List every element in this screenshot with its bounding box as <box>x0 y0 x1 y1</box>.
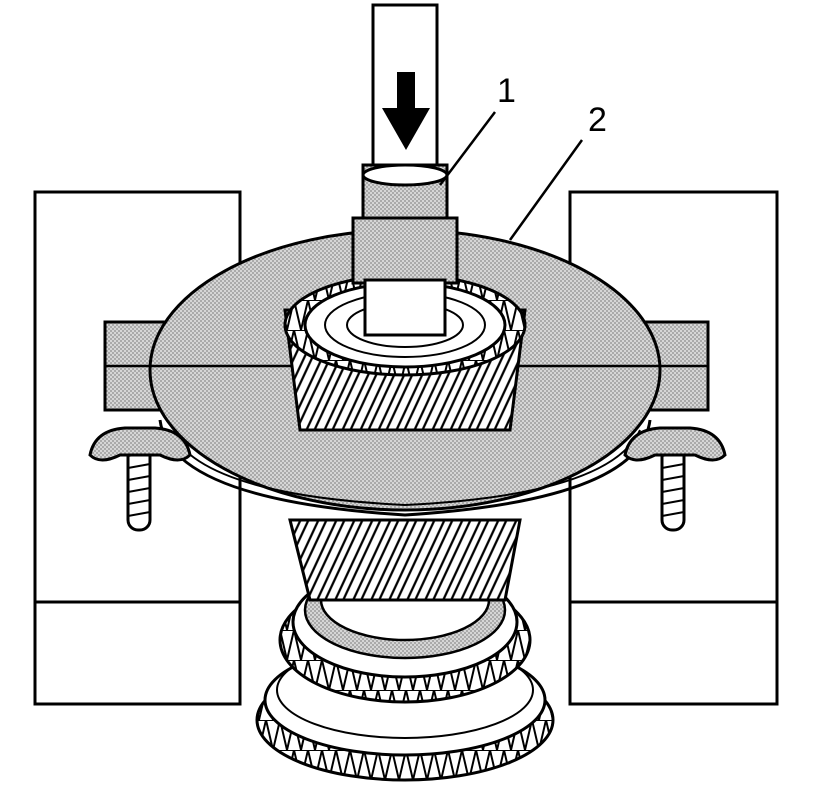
lower-gear-stack <box>255 518 555 782</box>
right-bolt <box>623 426 727 532</box>
arrow-down-icon <box>382 72 430 150</box>
leader-lines <box>439 111 584 241</box>
callout-1: 1 <box>497 72 516 110</box>
press-ram <box>351 3 459 337</box>
callout-2: 2 <box>588 101 607 139</box>
left-bolt <box>88 426 192 532</box>
